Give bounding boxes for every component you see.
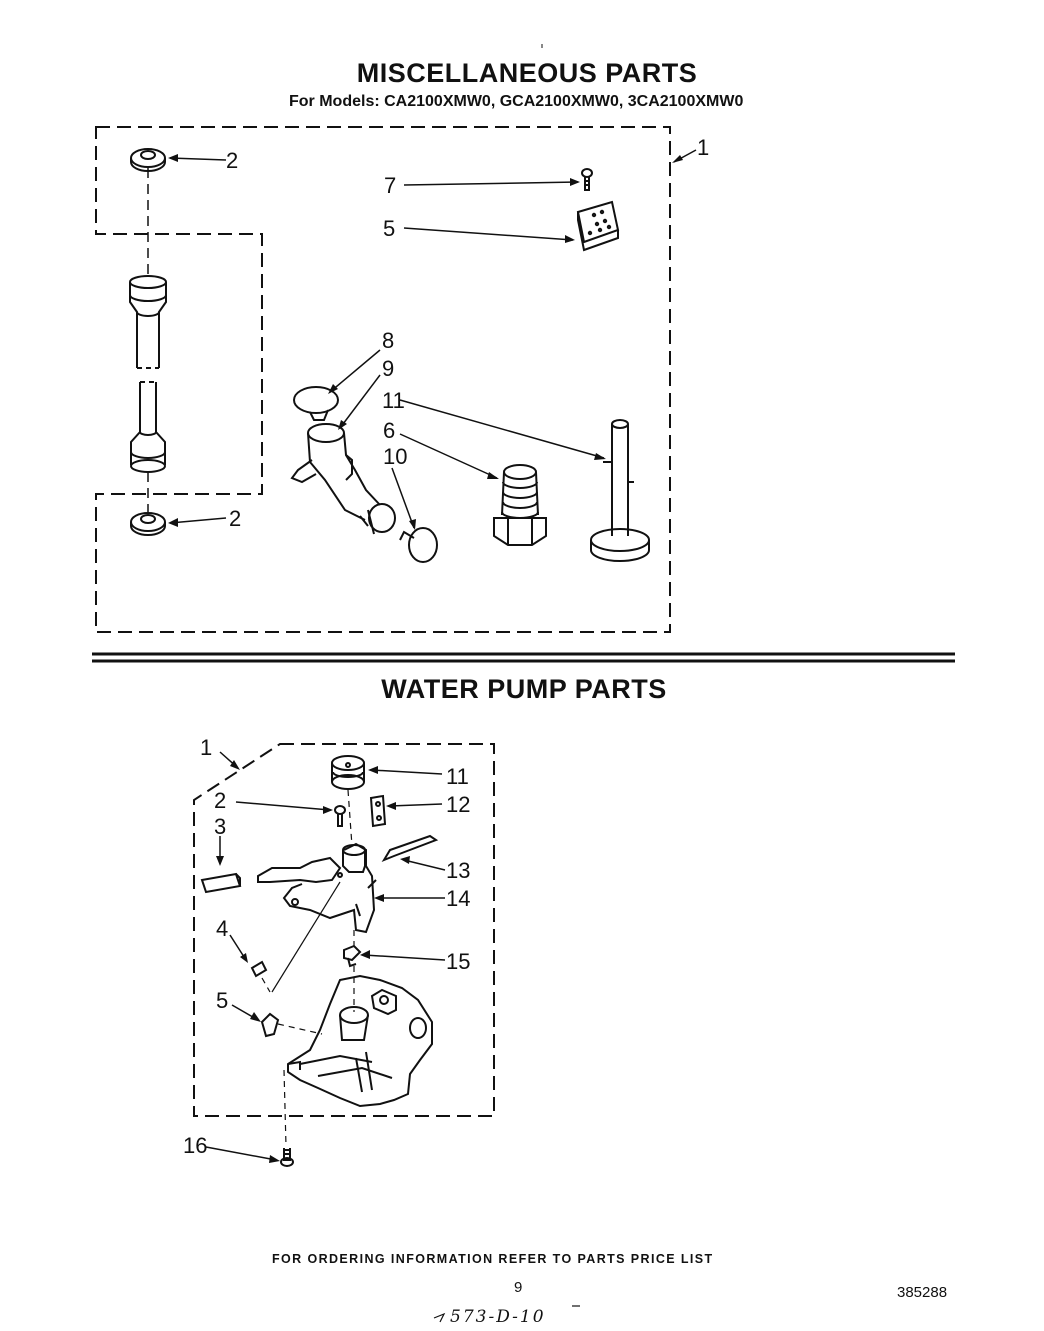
- callout-pump-12: 12: [446, 792, 471, 817]
- callout-pump-14: 14: [446, 886, 471, 911]
- page-number: 9: [514, 1279, 523, 1296]
- pump-title: WATER PUMP PARTS: [381, 674, 667, 704]
- callout-misc-7: 7: [384, 173, 397, 198]
- document-number: 385288: [897, 1284, 948, 1301]
- standpipe-11: [590, 419, 650, 562]
- screw-7: [581, 168, 593, 191]
- washer-top: [130, 148, 166, 172]
- handwritten-note: 573-D-10: [450, 1307, 546, 1327]
- drain-hose-9: [290, 423, 396, 535]
- pump-screw-16: [280, 1148, 294, 1167]
- callout-pump-4: 4: [216, 916, 229, 941]
- coupling-shaft: [129, 275, 167, 473]
- callout-misc-1: 1: [697, 135, 710, 160]
- hose-clamp-8: [293, 386, 339, 421]
- pump-screw-2: [334, 805, 346, 827]
- misc-leaders: [169, 149, 697, 529]
- seal-15: [343, 944, 362, 968]
- callout-pump-13: 13: [446, 858, 471, 883]
- callout-pump-2: 2: [214, 788, 227, 813]
- pump-housing: [287, 974, 433, 1108]
- pad-3: [200, 872, 242, 894]
- callout-misc-5: 5: [383, 216, 396, 241]
- callout-misc-8: 8: [382, 328, 395, 353]
- callout-misc-9: 9: [382, 356, 395, 381]
- pulley-11: [331, 755, 365, 790]
- callout-pump-5: 5: [216, 988, 229, 1013]
- callout-pump-1: 1: [200, 735, 213, 760]
- misc-title: MISCELLANEOUS PARTS: [356, 58, 698, 88]
- callout-misc-11: 11: [382, 388, 405, 413]
- callout-misc-2-top: 2: [226, 148, 239, 173]
- hose-clamp-10: [399, 527, 438, 563]
- callout-pump-3: 3: [214, 814, 227, 839]
- callout-misc-6: 6: [383, 418, 396, 443]
- callout-pump-11: 11: [446, 764, 469, 789]
- callout-pump-15: 15: [446, 949, 471, 974]
- clip-4: [250, 960, 268, 978]
- clip-5: [260, 1012, 280, 1038]
- callout-misc-2-bottom: 2: [229, 506, 242, 531]
- callout-pump-16: 16: [183, 1133, 208, 1158]
- pad-5: [576, 200, 620, 252]
- models-line: For Models: CA2100XMW0, GCA2100XMW0, 3CA…: [289, 93, 744, 110]
- clip-12: [369, 794, 387, 828]
- washer-bottom: [130, 512, 166, 536]
- ordering-note: FOR ORDERING INFORMATION REFER TO PARTS …: [272, 1252, 714, 1266]
- pump-dashed-outline: [193, 743, 495, 1117]
- pump-leaders: [205, 751, 446, 1161]
- hose-end-6: [493, 464, 547, 546]
- spring-13: [381, 834, 439, 863]
- callout-misc-10: 10: [383, 444, 408, 469]
- pump-lever-14: [257, 842, 377, 934]
- misc-dashed-outline: [95, 126, 671, 633]
